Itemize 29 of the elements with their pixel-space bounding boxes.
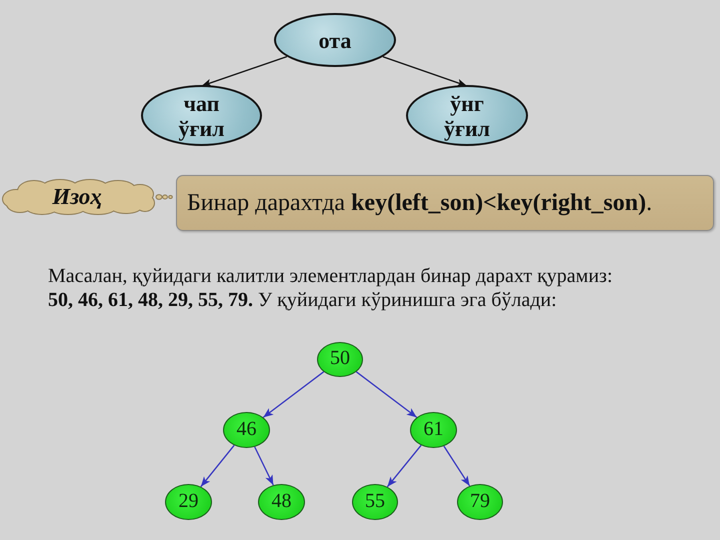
paragraph-text: Масалан, қуйидаги калитли элементлардан бинар дарахт қурамиз: 50, 46, 61, 48, 29, 55, 79. У қуйидаги кўринишга эга бўлади:: [48, 264, 614, 312]
note-text: Бинар дарахтда key(left_son)<key(right_son).: [187, 189, 652, 217]
arrow: [382, 56, 468, 87]
circle-node: [352, 484, 398, 520]
arrow: [200, 444, 235, 488]
circle-node: [317, 342, 363, 377]
node-value: 50: [330, 347, 350, 369]
arrow: [262, 371, 324, 418]
node-label: ўнг ўғил: [442, 90, 491, 140]
arrow: [443, 446, 470, 486]
arrow: [356, 371, 418, 418]
node-value: 48: [272, 490, 292, 512]
node-label: чап ўғил: [177, 90, 226, 140]
arrow: [254, 446, 274, 486]
node-value: 29: [178, 490, 198, 512]
circle-node: [165, 484, 212, 520]
arrow: [201, 56, 288, 87]
circle-node: [457, 484, 503, 520]
node-label: ота: [318, 28, 352, 52]
note-box: [176, 175, 714, 231]
callout-text: Изоҳ: [52, 184, 102, 210]
arrow: [386, 444, 422, 488]
node-value: 55: [365, 490, 385, 512]
node-value: 46: [236, 418, 256, 440]
circle-node: [410, 412, 457, 448]
node-value: 79: [470, 490, 490, 512]
circle-node: [258, 484, 305, 520]
node-value: 61: [424, 418, 444, 440]
circle-node: [223, 412, 270, 448]
